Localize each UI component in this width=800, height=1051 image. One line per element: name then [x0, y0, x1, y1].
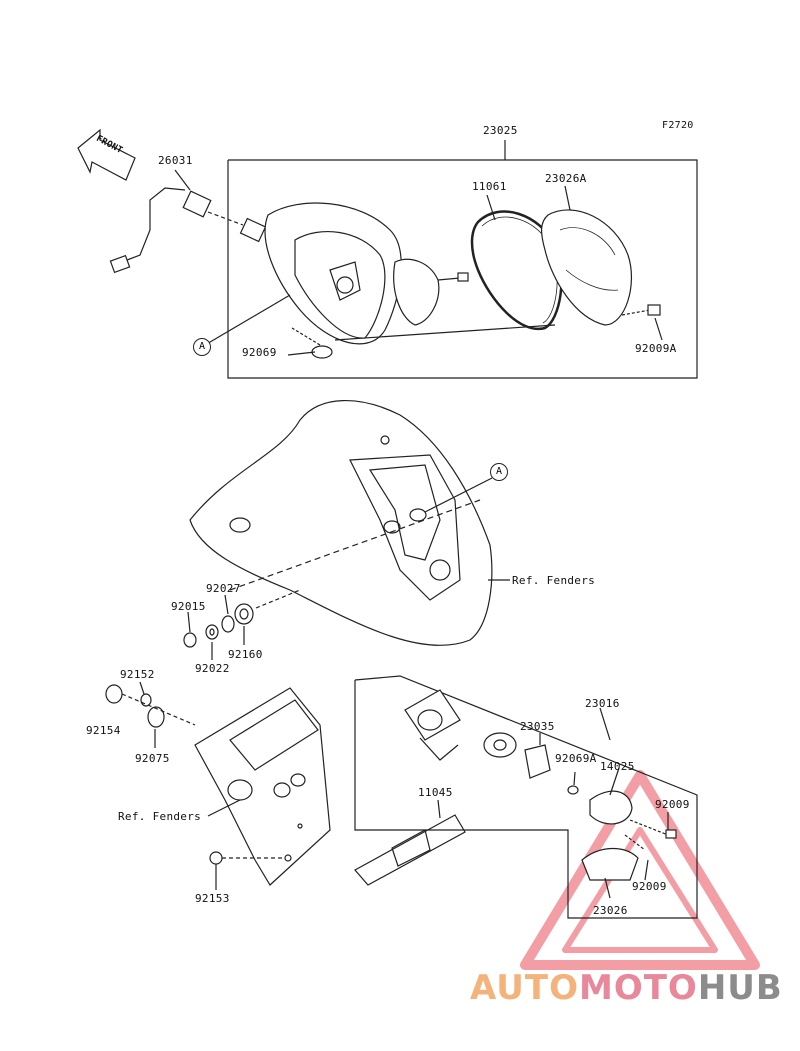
- label-92152: 92152: [120, 668, 155, 681]
- plate-holder: [354, 814, 466, 886]
- label-23016: 23016: [585, 697, 620, 710]
- label-26031: 26031: [158, 154, 193, 167]
- license-lamp: [404, 689, 677, 881]
- label-92160: 92160: [228, 648, 263, 661]
- logo-part-auto: AUTO: [470, 968, 579, 1008]
- watermark-triangle-icon: [520, 770, 760, 970]
- figure-code: F2720: [662, 120, 694, 131]
- label-ref-fenders-lower: Ref. Fenders: [118, 810, 202, 823]
- label-ref-fenders-upper: Ref. Fenders: [512, 574, 596, 587]
- tail-light-housing: [264, 202, 402, 345]
- label-11045: 11045: [418, 786, 453, 799]
- license-bracket: [194, 687, 331, 886]
- upper-group-box: [227, 159, 698, 379]
- bulb-92069: [291, 327, 333, 359]
- watermark-logo: AUTOMOTOHUB: [470, 968, 783, 1008]
- label-23035: 23035: [520, 720, 555, 733]
- rear-fender: [189, 399, 493, 646]
- label-92069: 92069: [242, 346, 277, 359]
- label-23025: 23025: [483, 124, 518, 137]
- label-92027: 92027: [206, 582, 241, 595]
- label-92154: 92154: [86, 724, 121, 737]
- ref-marker-a-upper: A: [193, 338, 211, 356]
- lower-group-box: [354, 675, 698, 919]
- bulb-socket: [393, 258, 469, 326]
- label-14025: 14025: [600, 760, 635, 773]
- gasket: [470, 210, 563, 331]
- label-92022: 92022: [195, 662, 230, 675]
- label-92069A: 92069A: [555, 752, 597, 765]
- label-92015: 92015: [171, 600, 206, 613]
- logo-part-moto: MOTO: [578, 968, 698, 1008]
- label-92009-upper: 92009: [655, 798, 690, 811]
- label-92009A: 92009A: [635, 342, 677, 355]
- label-92009-lower: 92009: [632, 880, 667, 893]
- front-arrow-icon: [77, 128, 136, 181]
- tail-lens: [541, 209, 632, 326]
- label-23026A: 23026A: [545, 172, 587, 185]
- ref-marker-a-lower: A: [490, 463, 508, 481]
- washers-nuts: [183, 589, 301, 648]
- logo-part-hub: HUB: [697, 968, 783, 1008]
- label-92153: 92153: [195, 892, 230, 905]
- label-92075: 92075: [135, 752, 170, 765]
- label-11061: 11061: [472, 180, 507, 193]
- label-23026: 23026: [593, 904, 628, 917]
- screw-92009A: [621, 304, 661, 316]
- wire-harness: [109, 187, 267, 274]
- bolt-92154: [105, 684, 196, 728]
